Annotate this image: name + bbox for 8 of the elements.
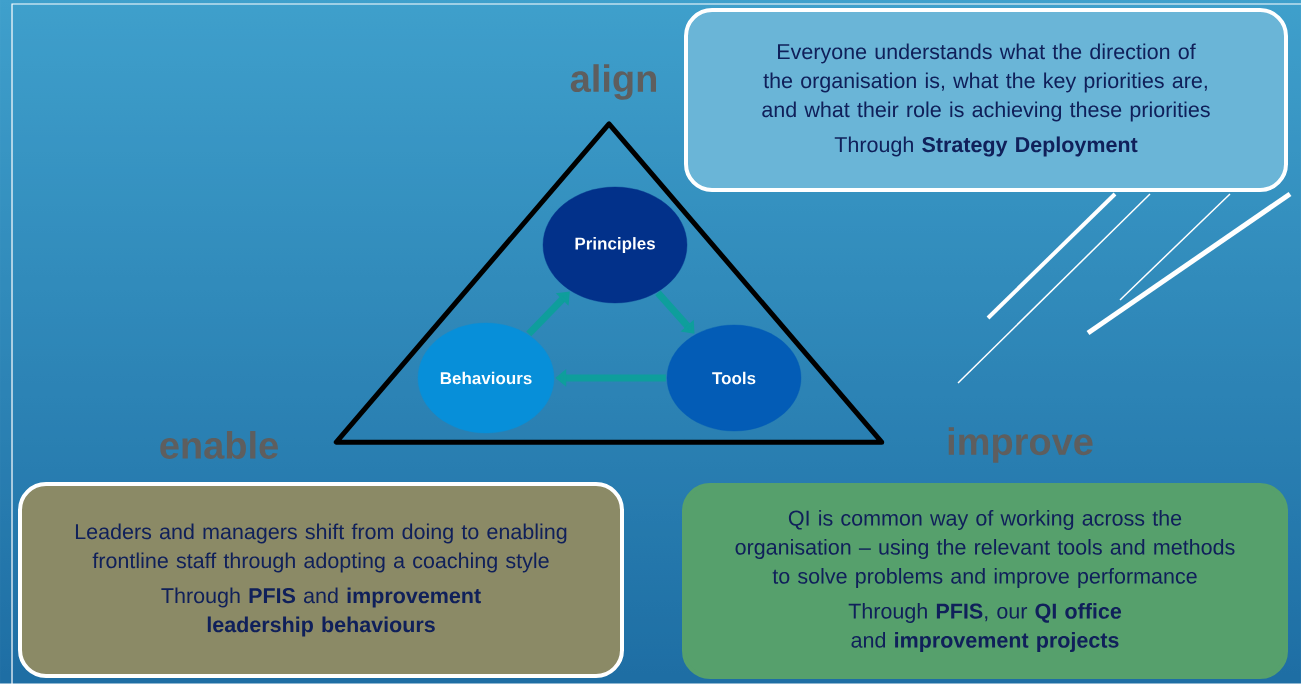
text-box: Everyone understands what the direction of the organisation is, what the key priorities are, and what their role is achieving these priorities Through Strategy Deployment xyxy=(684,8,1288,192)
block-arrow xyxy=(655,290,695,334)
heading-word: improve xyxy=(948,427,1093,463)
block-arrow xyxy=(526,291,570,337)
text-box: Leaders and managers shift from doing to enabling frontline staff through adopting a coaching style Through PFIS and improvement leadership behaviours xyxy=(18,482,624,678)
heading-word: enable xyxy=(160,431,278,459)
heading-word: align xyxy=(570,64,656,100)
text-box: QI is common way of working across the organisation – using the relevant tools and methods to solve problems and improve performance Through PFIS, our QI office and improvement projects xyxy=(682,483,1288,679)
